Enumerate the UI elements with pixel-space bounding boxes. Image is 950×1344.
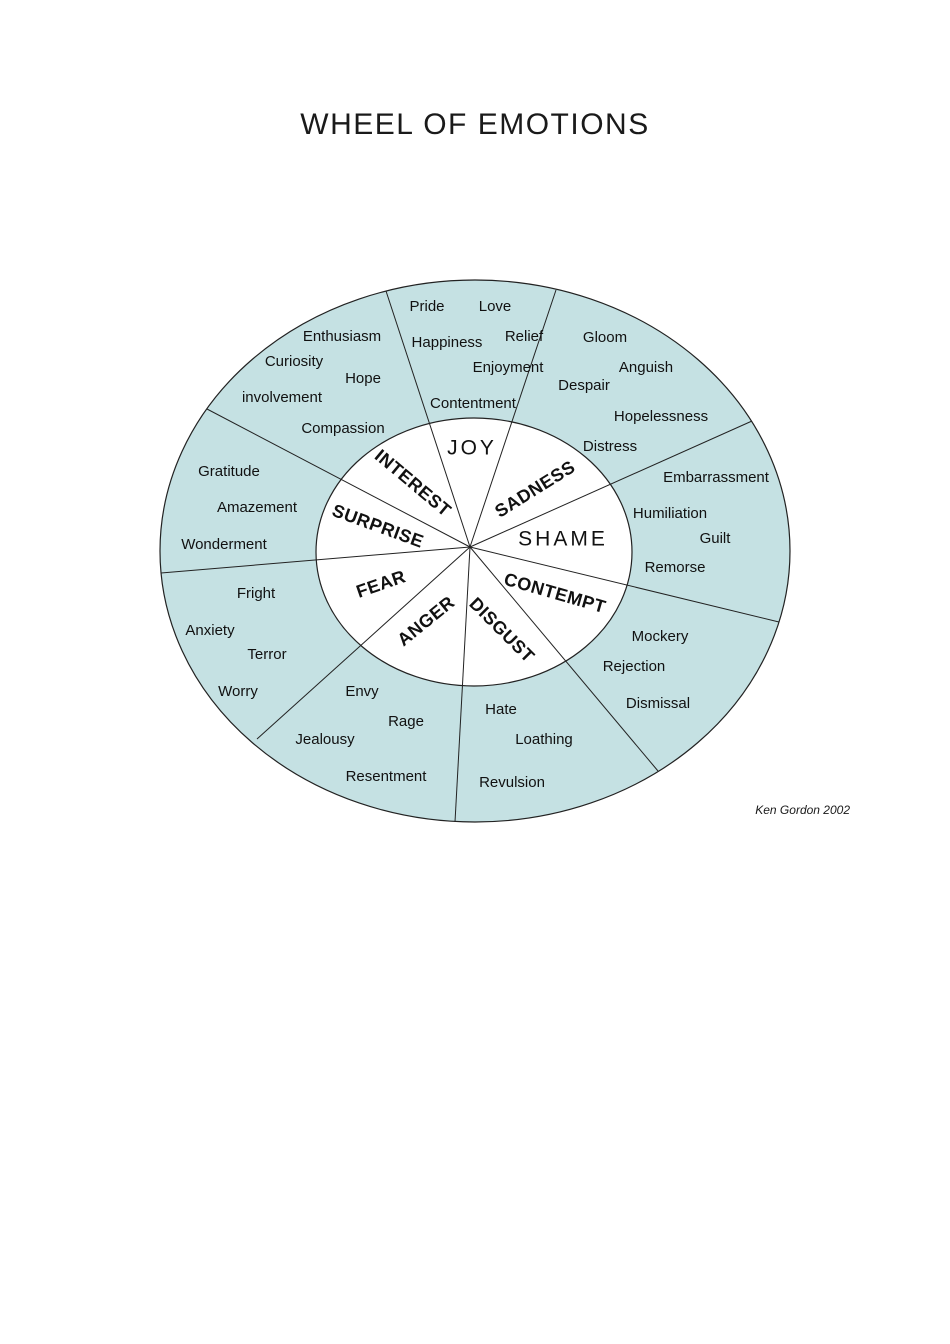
emotion-word-remorse: Remorse — [645, 559, 706, 576]
emotion-word-embarrassment: Embarrassment — [663, 469, 770, 486]
emotion-word-resentment: Resentment — [346, 768, 428, 785]
emotion-word-hate: Hate — [485, 701, 517, 718]
emotion-word-curiosity: Curiosity — [265, 353, 324, 370]
emotion-word-relief: Relief — [505, 328, 544, 345]
emotion-word-envy: Envy — [345, 683, 379, 700]
ring-emotion-words: Pride Love Happiness Relief Enjoyment Co… — [181, 298, 770, 791]
divider-anger-fear — [256, 546, 471, 740]
emotion-word-gloom: Gloom — [583, 329, 627, 346]
emotion-word-gratitude: Gratitude — [198, 463, 260, 480]
emotion-word-happiness: Happiness — [412, 334, 483, 351]
divider-joy-sadness — [469, 289, 557, 548]
emotion-word-mockery: Mockery — [632, 628, 689, 645]
emotion-word-anguish: Anguish — [619, 359, 673, 376]
emotion-word-terror: Terror — [247, 646, 286, 663]
divider-interest-joy — [385, 290, 471, 548]
emotion-word-dismissal: Dismissal — [626, 695, 690, 712]
author-credit: Ken Gordon 2002 — [755, 803, 850, 817]
emotion-word-contentment: Contentment — [430, 395, 517, 412]
emotion-word-enjoyment: Enjoyment — [473, 359, 545, 376]
emotion-word-pride: Pride — [409, 298, 444, 315]
emotion-word-hope: Hope — [345, 370, 381, 387]
emotion-word-involvement: involvement — [242, 389, 323, 406]
emotion-word-wonderment: Wonderment — [181, 536, 267, 553]
emotion-word-loathing: Loathing — [515, 731, 573, 748]
emotion-word-hopelessness: Hopelessness — [614, 408, 708, 425]
emotion-word-enthusiasm: Enthusiasm — [303, 328, 381, 345]
wedge-label-joy: JOY — [447, 437, 497, 460]
page-title: WHEEL OF EMOTIONS — [300, 108, 650, 141]
emotion-word-humiliation: Humiliation — [633, 505, 707, 522]
emotion-word-rejection: Rejection — [603, 658, 666, 675]
emotion-word-revulsion: Revulsion — [479, 774, 545, 791]
emotion-word-rage: Rage — [388, 713, 424, 730]
divider-sadness-shame — [469, 420, 753, 548]
divider-shame-contempt — [469, 546, 780, 623]
emotion-word-anxiety: Anxiety — [185, 622, 235, 639]
emotion-word-love: Love — [479, 298, 512, 315]
divider-surprise-interest — [206, 408, 471, 548]
sector-divider-lines — [160, 289, 780, 823]
emotion-word-compassion: Compassion — [301, 420, 384, 437]
wedge-label-shame: SHAME — [518, 528, 608, 551]
divider-contempt-disgust — [469, 546, 659, 772]
emotion-word-fright: Fright — [237, 585, 276, 602]
wheel-of-emotions-diagram: JOY SADNESS SHAME CONTEMPT DISGUST ANGER… — [159, 279, 850, 823]
emotion-word-guilt: Guilt — [700, 530, 732, 547]
divider-fear-surprise — [160, 546, 471, 574]
emotion-word-amazement: Amazement — [217, 499, 298, 516]
emotion-word-jealousy: Jealousy — [295, 731, 355, 748]
emotion-word-distress: Distress — [583, 438, 637, 455]
divider-disgust-anger — [454, 546, 471, 823]
emotion-word-worry: Worry — [218, 683, 258, 700]
emotion-word-despair: Despair — [558, 377, 610, 394]
